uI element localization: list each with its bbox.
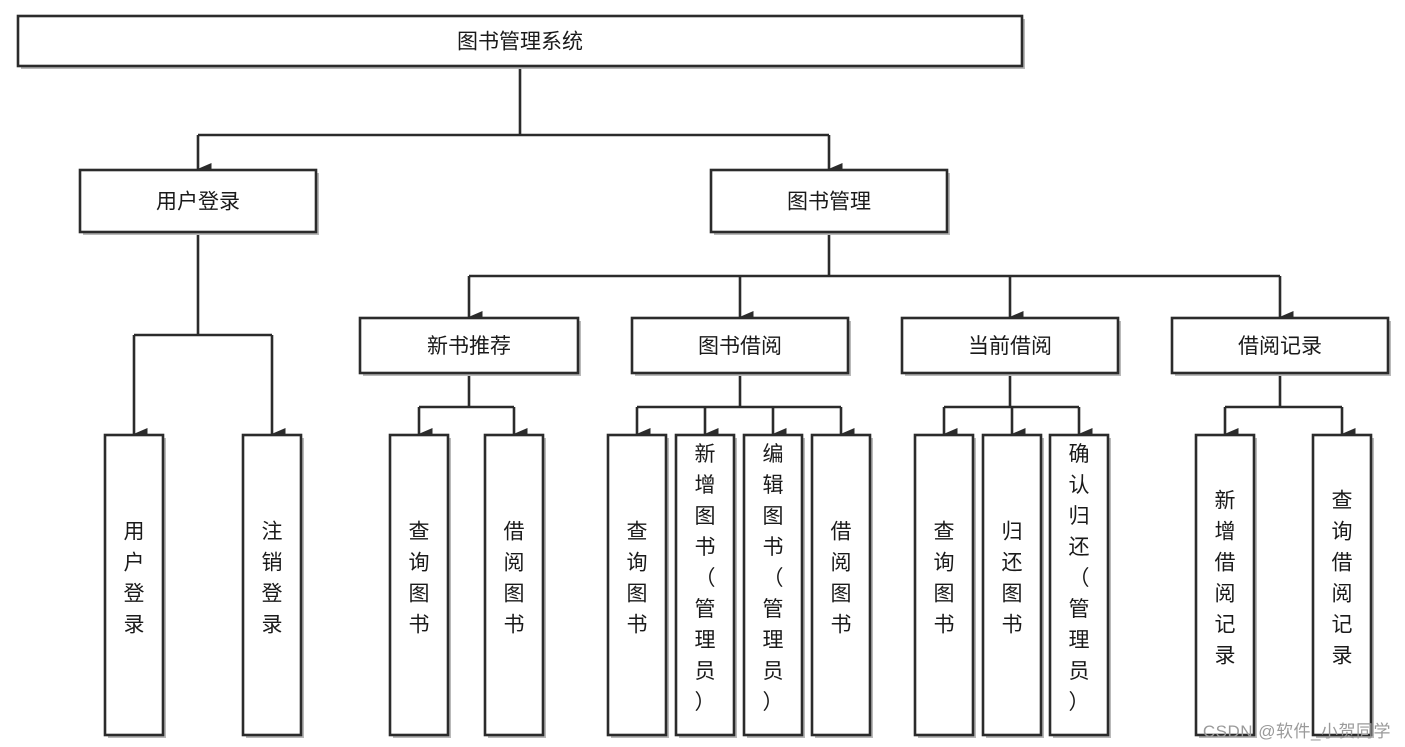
node-label: 当前借阅 — [968, 335, 1052, 358]
node-label: 借阅记录 — [1238, 335, 1322, 358]
node-label: 用户登录 — [124, 521, 145, 637]
box-outline — [742, 433, 804, 737]
box-outline — [241, 433, 303, 737]
node-label: 查询图书 — [627, 521, 648, 637]
box-outline — [810, 433, 872, 737]
box-outline — [606, 433, 668, 737]
node-new-book-recommend[interactable]: 新书推荐 — [358, 316, 581, 376]
node-leaf-return-book[interactable]: 归还图书 — [981, 433, 1044, 738]
connectors-layer — [132, 66, 1356, 440]
box-outline — [78, 168, 318, 234]
node-root-图书管理系统[interactable]: 图书管理系统 — [16, 14, 1025, 69]
box-outline — [900, 316, 1120, 375]
box-outline — [358, 316, 580, 375]
connector-bookmanage-to-level3 — [467, 232, 1294, 323]
box-outline — [1194, 433, 1256, 737]
node-label: 注销登录 — [262, 521, 283, 637]
connector-new-book-recommend-to-leaves — [417, 373, 528, 440]
box-outline — [483, 433, 545, 737]
node-label: 确认归还（管理员） — [1069, 443, 1090, 714]
node-label: 新增图书（管理员） — [695, 443, 716, 714]
node-user-login[interactable]: 用户登录 — [78, 168, 319, 235]
node-label: 查询图书 — [409, 521, 430, 637]
box-outline — [674, 433, 736, 737]
node-book-borrow[interactable]: 图书借阅 — [630, 316, 851, 376]
connector-borrow-record-to-leaves — [1223, 373, 1356, 440]
box-outline — [630, 316, 850, 375]
node-label: 编辑图书（管理员） — [763, 443, 784, 714]
connector-root-to-level2 — [196, 66, 843, 175]
box-outline — [1311, 433, 1373, 737]
box-outline — [1170, 316, 1390, 375]
node-leaf-query-book-2[interactable]: 查询图书 — [606, 433, 669, 738]
node-label: 借阅图书 — [504, 521, 525, 637]
node-current-borrow[interactable]: 当前借阅 — [900, 316, 1121, 376]
node-borrow-record[interactable]: 借阅记录 — [1170, 316, 1391, 376]
node-book-manage[interactable]: 图书管理 — [709, 168, 950, 235]
box-outline — [709, 168, 949, 234]
node-leaf-borrow-book-1[interactable]: 借阅图书 — [483, 433, 546, 738]
csdn-watermark: CSDN @软件_小贺同学 — [1202, 722, 1391, 741]
node-leaf-confirm-return[interactable]: 确认归还（管理员） — [1048, 433, 1111, 738]
node-label: 借阅图书 — [831, 521, 852, 637]
box-outline — [388, 433, 450, 737]
node-leaf-edit-book[interactable]: 编辑图书（管理员） — [742, 433, 805, 738]
node-leaf-query-book-1[interactable]: 查询图书 — [388, 433, 451, 738]
node-label: 归还图书 — [1002, 521, 1023, 637]
node-label: 图书管理 — [787, 191, 871, 214]
node-leaf-borrow-book-2[interactable]: 借阅图书 — [810, 433, 873, 738]
node-leaf-add-book[interactable]: 新增图书（管理员） — [674, 433, 737, 738]
connector-current-borrow-to-leaves — [942, 373, 1093, 440]
box-outline — [913, 433, 975, 737]
node-label: 图书借阅 — [698, 335, 782, 358]
box-outline — [981, 433, 1043, 737]
node-leaf-add-record[interactable]: 新增借阅记录 — [1194, 433, 1257, 738]
node-label: 新书推荐 — [427, 335, 511, 358]
node-leaf-user-login[interactable]: 用户登录 — [103, 433, 166, 738]
box-outline — [103, 433, 165, 737]
node-leaf-user-logout[interactable]: 注销登录 — [241, 433, 304, 738]
node-label: 查询图书 — [934, 521, 955, 637]
node-label: 新增借阅记录 — [1215, 490, 1236, 668]
node-leaf-query-book-3[interactable]: 查询图书 — [913, 433, 976, 738]
box-outline — [16, 14, 1024, 68]
node-label: 图书管理系统 — [457, 31, 583, 54]
node-label: 用户登录 — [156, 191, 240, 214]
connector-book-borrow-to-leaves — [635, 373, 855, 440]
node-label: 查询借阅记录 — [1332, 490, 1353, 668]
box-outline — [1048, 433, 1110, 737]
node-leaf-query-record[interactable]: 查询借阅记录 — [1311, 433, 1374, 738]
connector-userlogin-to-leaves — [132, 232, 286, 440]
nodes-layer: 图书管理系统用户登录图书管理新书推荐图书借阅当前借阅借阅记录用户登录注销登录查询… — [16, 14, 1391, 738]
